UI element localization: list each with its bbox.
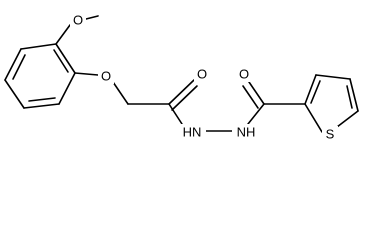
bond-methyl-o — [85, 15, 99, 20]
bond-carbonyl-o-2 — [171, 85, 198, 111]
benzene-bond-5 — [58, 72, 76, 105]
benzene-bond-6 — [55, 43, 76, 74]
methoxy-oxygen-label: O — [73, 13, 83, 28]
left-carbonyl-oxygen-label: O — [197, 67, 207, 82]
benzene-inner-bond-2 — [28, 97, 56, 102]
benzene-bond-1 — [20, 43, 57, 50]
bond-o-ch2 — [112, 81, 129, 105]
bond-carbonyl-o-1 — [168, 79, 195, 105]
benzene-bond-3 — [4, 79, 25, 109]
bond-n-carbonyl-right — [247, 103, 265, 125]
bond-carbonyl-n — [168, 103, 183, 125]
thiophene-inner-bond-2 — [346, 85, 353, 109]
thiophene-bond-s-c2 — [304, 103, 323, 133]
thiophene-bond-c3-c4 — [315, 74, 351, 80]
thiophene-bond-c2-c3 — [304, 74, 317, 105]
molecule-diagram: O O O HN NH O S — [4, 12, 359, 142]
bond-o-aromatic — [55, 24, 71, 45]
ether-oxygen-label: O — [101, 69, 111, 84]
benzene-inner-bond-3 — [53, 49, 69, 73]
structure-canvas: O O O HN NH O S — [4, 12, 359, 142]
right-carbonyl-oxygen-label: O — [239, 67, 249, 82]
left-nh-label: HN — [183, 125, 202, 140]
thiophene-bond-c4-c5 — [349, 78, 359, 112]
bond-right-carbonyl-o-2 — [242, 85, 259, 109]
right-nh-label: NH — [237, 125, 256, 140]
thiophene-sulfur-label: S — [326, 127, 335, 142]
thiophene-inner-bond-1 — [310, 80, 321, 104]
thiophene-bond-c5-s — [336, 110, 359, 128]
benzene-inner-bond-1 — [12, 54, 26, 80]
benzene-bond-2 — [4, 48, 22, 81]
bond-right-carbonyl-o-1 — [248, 81, 265, 105]
bond-aryl-o — [74, 72, 99, 76]
benzene-bond-4 — [23, 103, 60, 109]
